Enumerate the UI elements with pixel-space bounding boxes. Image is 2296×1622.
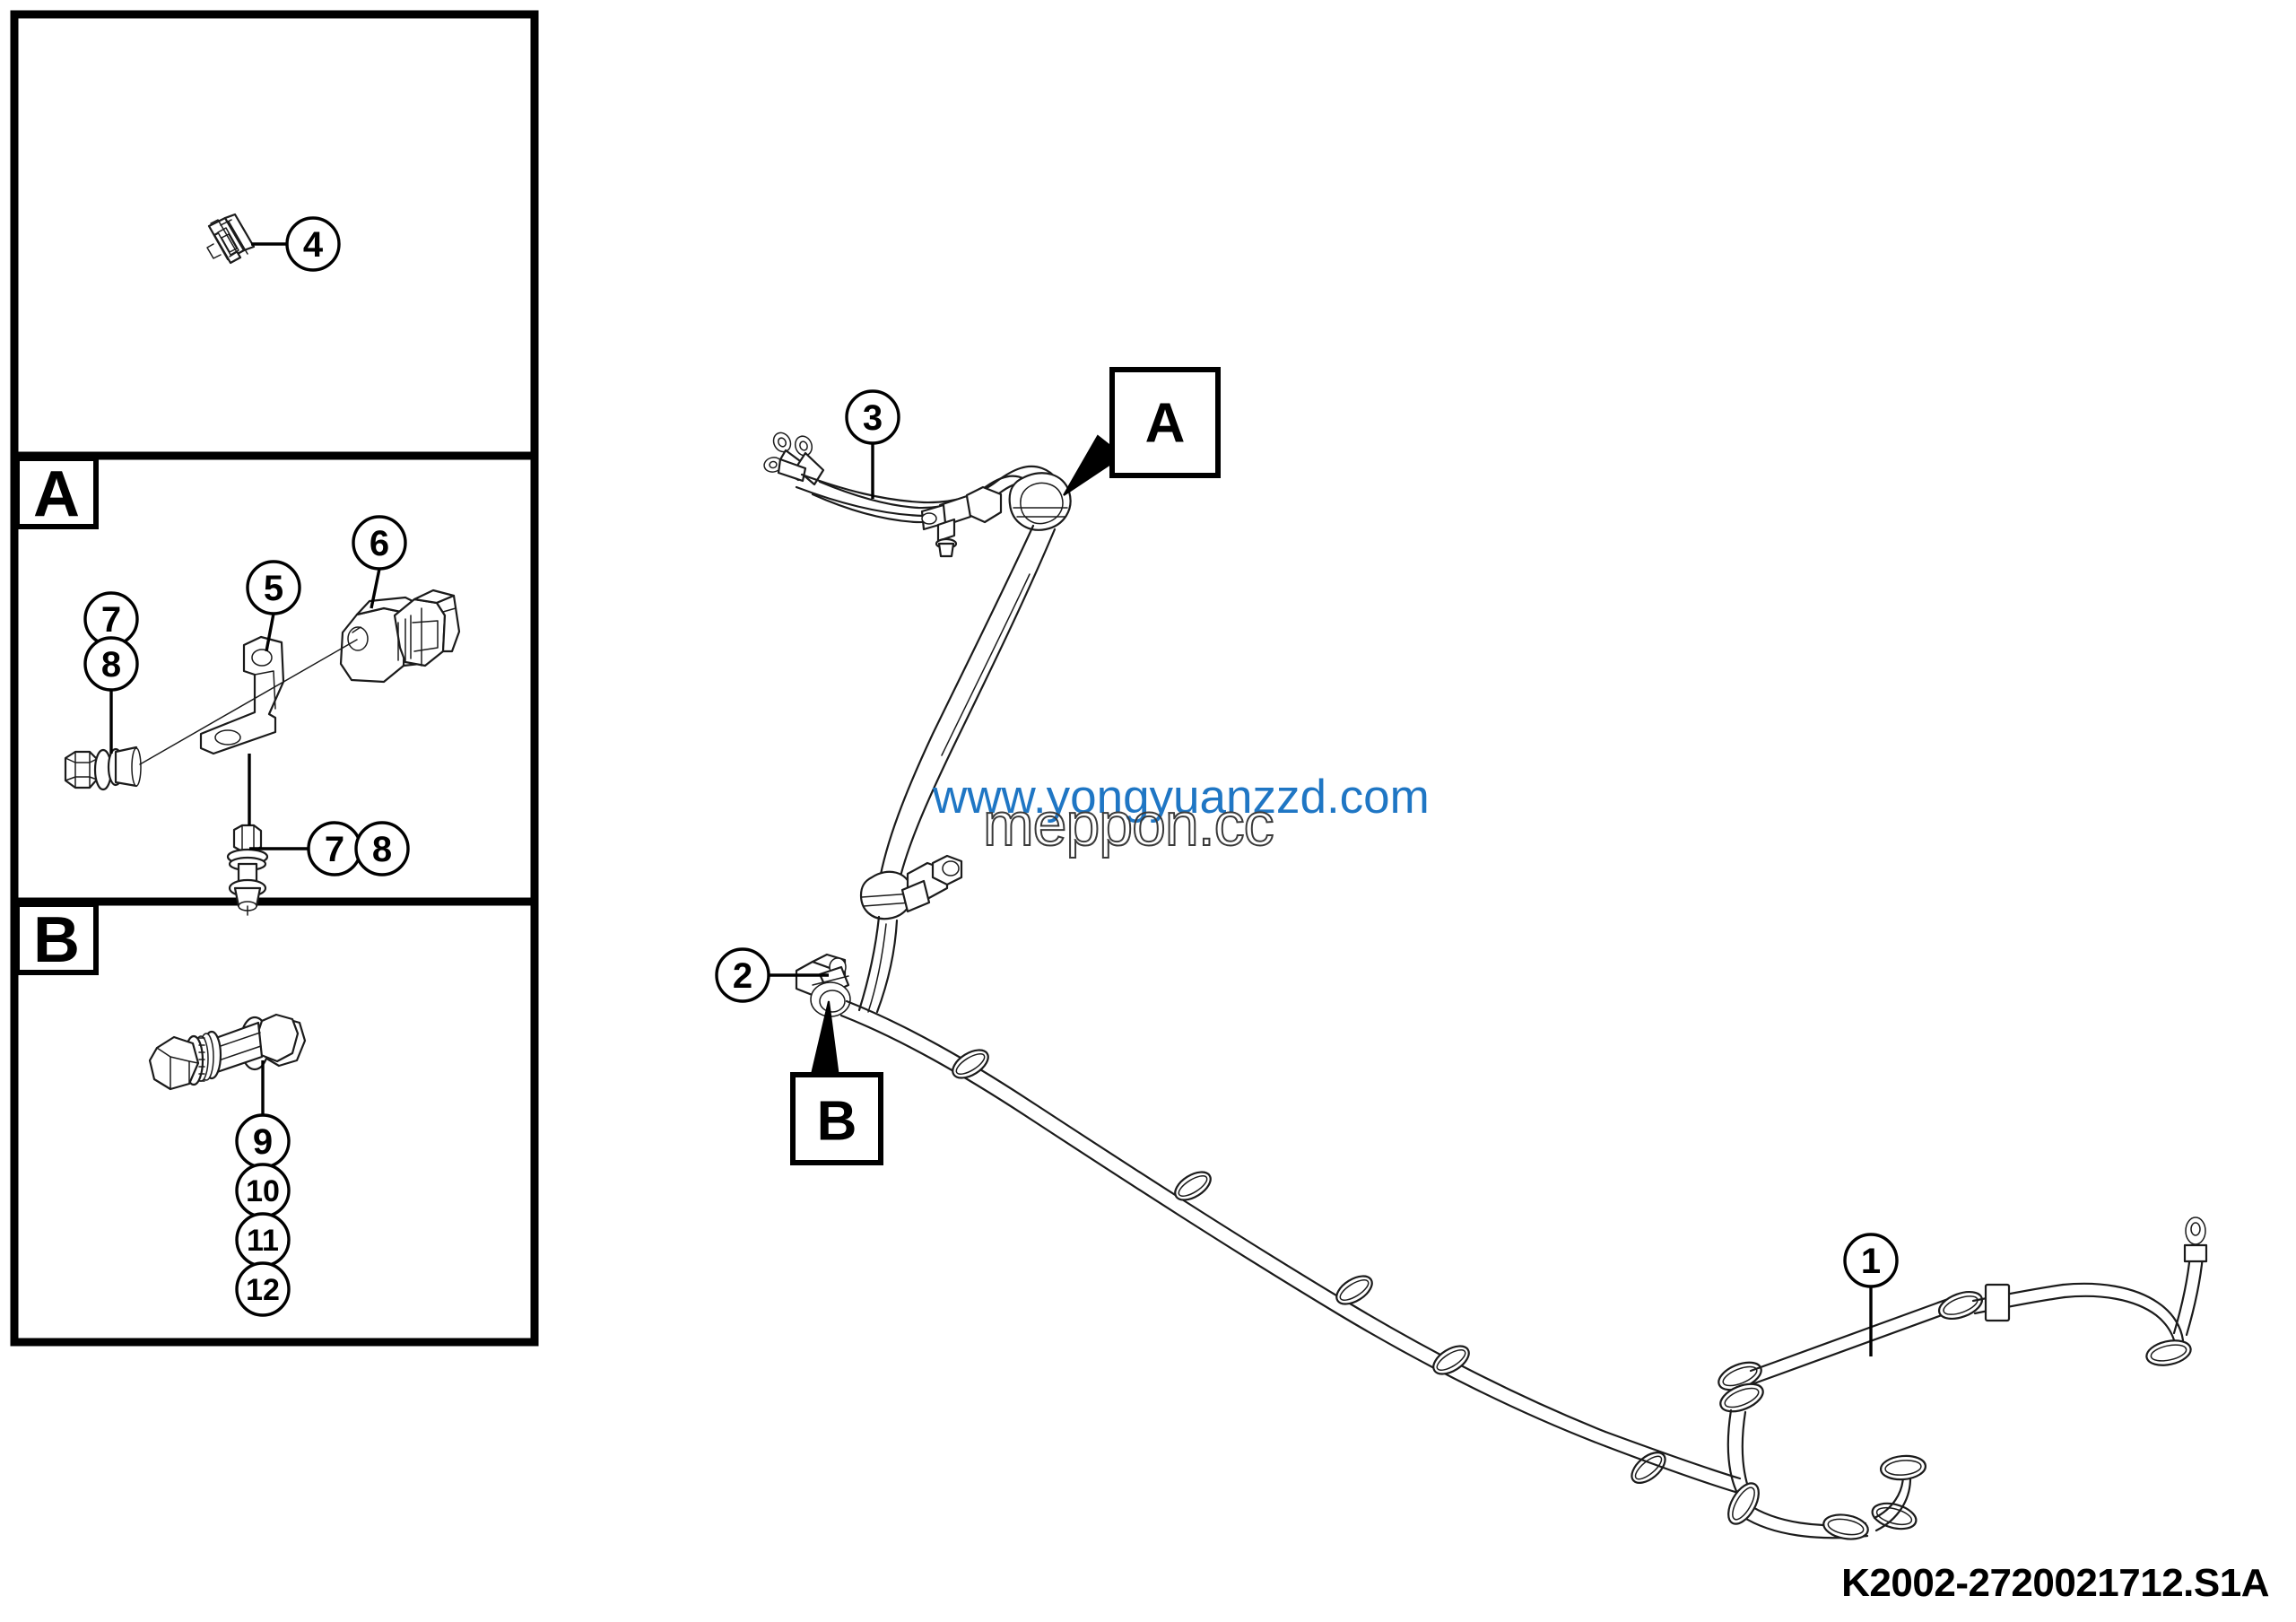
- connector-2: [795, 953, 851, 1017]
- svg-text:9: 9: [253, 1122, 273, 1162]
- callout-3: 3: [845, 389, 900, 445]
- svg-text:1: 1: [1861, 1242, 1881, 1281]
- callout-12: 12: [235, 1261, 291, 1317]
- callout-6: 6: [352, 515, 407, 571]
- svg-text:B: B: [33, 904, 80, 976]
- detail-marker-b: B: [790, 1000, 883, 1165]
- cable-clamp: [1174, 1171, 1212, 1201]
- callout-1: 1: [1843, 1233, 1899, 1288]
- cable-run-diagonal: [839, 999, 1742, 1495]
- callout-7-lower: 7: [307, 821, 362, 876]
- main-harness: A B: [763, 367, 2208, 1540]
- assembly-axis-a: [139, 639, 358, 765]
- svg-text:7: 7: [101, 600, 121, 640]
- callout-4: 4: [285, 216, 341, 272]
- panel-frame: A B: [10, 10, 539, 1347]
- svg-text:6: 6: [370, 524, 389, 563]
- svg-text:A: A: [33, 458, 80, 530]
- callout-10: 10: [235, 1163, 291, 1218]
- leader-5: [265, 613, 275, 652]
- callout-8-lower: 8: [354, 821, 410, 876]
- bracket-5: [199, 635, 285, 755]
- svg-text:8: 8: [372, 830, 392, 869]
- svg-text:4: 4: [303, 225, 324, 265]
- svg-text:7: 7: [325, 830, 344, 869]
- callout-8-upper: 8: [83, 636, 139, 692]
- cable-clamp: [1335, 1275, 1373, 1305]
- callout-9: 9: [235, 1113, 291, 1169]
- callout-11: 11: [235, 1212, 291, 1268]
- panel-b-tab: [14, 902, 99, 975]
- cable-assembly-1: [1718, 1216, 2208, 1540]
- svg-text:3: 3: [863, 398, 883, 438]
- detail-b-parts: [148, 1013, 307, 1115]
- callout-5: 5: [246, 560, 301, 615]
- panel-a-tab: [14, 456, 99, 529]
- callout-bubbles: 4 7 8 5 6 7 8 9 10 11 12 3 2 1: [83, 216, 1899, 1317]
- leader-6: [370, 568, 381, 609]
- svg-text:2: 2: [733, 956, 752, 996]
- svg-text:11: 11: [247, 1224, 279, 1258]
- svg-text:A: A: [1145, 393, 1186, 455]
- svg-text:5: 5: [264, 569, 283, 608]
- svg-text:12: 12: [246, 1273, 280, 1307]
- cable-run-vertical: [857, 524, 1057, 1014]
- bolt-washer-left-7-8: [64, 746, 142, 791]
- bolt-washer-lower-7-8: [226, 824, 269, 916]
- callout-2: 2: [715, 947, 770, 1003]
- detail-marker-a: A: [1063, 367, 1221, 496]
- clamp-block-6: [339, 589, 461, 684]
- part-number-label: K2002-2720021712.S1A: [1841, 1561, 2269, 1605]
- svg-text:B: B: [817, 1091, 857, 1153]
- cable-clamp: [952, 1049, 989, 1079]
- cable-clamp: [1432, 1345, 1470, 1375]
- svg-text:8: 8: [101, 645, 121, 685]
- detail-a-parts: [64, 568, 461, 916]
- clip-part-4: [206, 213, 287, 265]
- battery-cable-3: [763, 432, 1072, 558]
- svg-text:10: 10: [246, 1174, 280, 1208]
